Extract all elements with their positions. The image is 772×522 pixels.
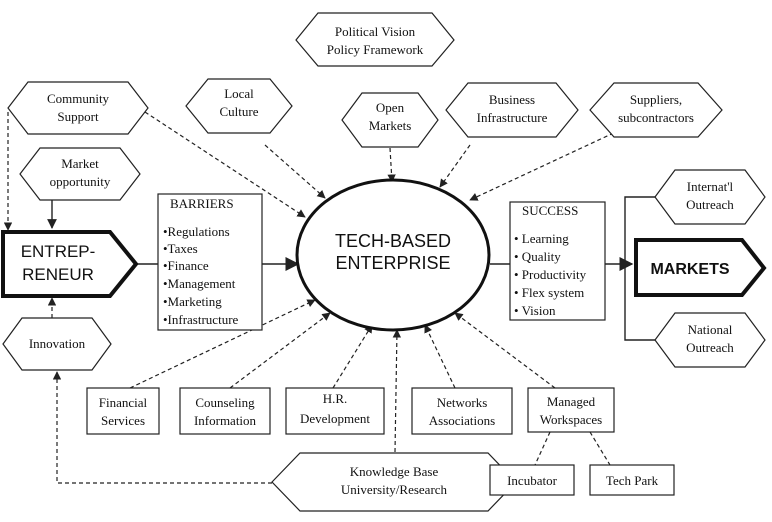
- hr-development-node: H.R. Development: [285, 387, 385, 435]
- managed-workspaces-node: Managed Workspaces: [527, 387, 615, 433]
- market-opp-line-2: opportunity: [50, 174, 111, 189]
- hr-to-enterprise-arrow: [332, 324, 373, 389]
- local-culture-line-2: Culture: [220, 104, 259, 119]
- success-item: • Productivity: [514, 267, 587, 282]
- knowledge-line-1: Knowledge Base: [350, 464, 439, 479]
- financial-services-node: Financial Services: [86, 387, 160, 435]
- knowledge-line-2: University/Research: [341, 482, 448, 497]
- outreach-bracket: [624, 196, 655, 341]
- community-line-2: Support: [57, 109, 99, 124]
- hr-line-2: Development: [300, 411, 370, 426]
- incubator-label: Incubator: [507, 473, 557, 488]
- open-markets-line-1: Open: [376, 100, 405, 115]
- barriers-box: BARRIERS •Regulations •Taxes •Finance •M…: [157, 193, 263, 331]
- knowledge-to-enterprise-arrow: [392, 329, 402, 453]
- workspaces-to-incubator-line: [534, 431, 551, 466]
- networks-line-2: Associations: [429, 413, 495, 428]
- international-outreach-node: Internat'l Outreach: [654, 169, 766, 225]
- tech-park-label: Tech Park: [606, 473, 659, 488]
- market-opp-line-1: Market: [61, 156, 99, 171]
- success-title: SUCCESS: [522, 203, 578, 218]
- open-markets-line-2: Markets: [369, 118, 412, 133]
- suppliers-node: Suppliers, subcontractors: [589, 82, 723, 138]
- networks-to-enterprise-arrow: [424, 324, 456, 389]
- counseling-information-node: Counseling Information: [179, 387, 271, 435]
- open-markets-to-enterprise-arrow: [387, 147, 396, 183]
- workspaces-line-1: Managed: [547, 394, 596, 409]
- barriers-item: •Marketing: [163, 294, 222, 309]
- local-culture-node: Local Culture: [185, 78, 293, 134]
- local-culture-line-1: Local: [224, 86, 254, 101]
- political-line-2: Policy Framework: [327, 42, 424, 57]
- international-line-1: Internat'l: [687, 179, 734, 194]
- national-line-2: Outreach: [686, 340, 734, 355]
- knowledge-to-innovation-arrow: [52, 371, 272, 484]
- barriers-item: •Infrastructure: [163, 312, 239, 327]
- tech-based-enterprise-node: TECH-BASED ENTERPRISE: [295, 178, 491, 332]
- barriers-item: •Management: [163, 276, 236, 291]
- financial-line-2: Services: [101, 413, 145, 428]
- connectors: [3, 111, 655, 484]
- barriers-title: BARRIERS: [170, 196, 234, 211]
- hr-line-1: H.R.: [323, 391, 348, 406]
- open-markets-node: Open Markets: [341, 92, 439, 148]
- political-line-1: Political Vision: [335, 24, 416, 39]
- success-item: • Learning: [514, 231, 569, 246]
- innovation-label: Innovation: [29, 336, 86, 351]
- suppliers-to-enterprise-arrow: [469, 129, 621, 201]
- counseling-line-1: Counseling: [195, 395, 255, 410]
- innovation-node: Innovation: [2, 317, 112, 371]
- local-culture-to-enterprise-arrow: [264, 144, 326, 199]
- political-vision-node: Political Vision Policy Framework: [295, 12, 455, 67]
- financial-line-1: Financial: [99, 395, 148, 410]
- barriers-item: •Regulations: [163, 224, 230, 239]
- knowledge-base-node: Knowledge Base University/Research: [271, 452, 517, 512]
- incubator-node: Incubator: [489, 464, 575, 496]
- business-infra-line-1: Business: [489, 92, 535, 107]
- enterprise-line-2: ENTERPRISE: [335, 253, 450, 273]
- workspaces-to-techpark-line: [589, 431, 611, 466]
- market-opportunity-node: Market opportunity: [19, 147, 141, 201]
- counseling-line-2: Information: [194, 413, 257, 428]
- workspaces-line-2: Workspaces: [540, 412, 603, 427]
- markets-node: MARKETS: [634, 238, 767, 297]
- tech-park-node: Tech Park: [589, 464, 675, 496]
- success-item: • Vision: [514, 303, 556, 318]
- success-item: • Flex system: [514, 285, 584, 300]
- enterprise-line-1: TECH-BASED: [335, 231, 451, 251]
- workspaces-to-enterprise-arrow: [454, 312, 556, 389]
- success-box: SUCCESS • Learning • Quality • Productiv…: [509, 201, 606, 321]
- entrepreneur-line-1: ENTREP-: [21, 242, 96, 261]
- business-infra-line-2: Infrastructure: [477, 110, 548, 125]
- national-outreach-node: National Outreach: [654, 312, 766, 368]
- entrepreneur-node: ENTREP- RENEUR: [1, 230, 139, 298]
- national-line-1: National: [688, 322, 733, 337]
- community-line-1: Community: [47, 91, 110, 106]
- business-infrastructure-node: Business Infrastructure: [445, 82, 579, 138]
- networks-line-1: Networks: [437, 395, 488, 410]
- community-support-node: Community Support: [7, 81, 149, 135]
- networks-associations-node: Networks Associations: [411, 387, 513, 435]
- success-item: • Quality: [514, 249, 561, 264]
- barriers-item: •Taxes: [163, 241, 198, 256]
- barriers-item: •Finance: [163, 258, 209, 273]
- entrepreneur-line-2: RENEUR: [22, 265, 94, 284]
- international-line-2: Outreach: [686, 197, 734, 212]
- markets-label: MARKETS: [650, 261, 729, 278]
- suppliers-line-1: Suppliers,: [630, 92, 682, 107]
- business-infra-to-enterprise-arrow: [439, 144, 471, 188]
- suppliers-line-2: subcontractors: [618, 110, 694, 125]
- financial-to-enterprise-arrow: [129, 299, 316, 389]
- community-to-enterprise-arrow: [144, 111, 306, 218]
